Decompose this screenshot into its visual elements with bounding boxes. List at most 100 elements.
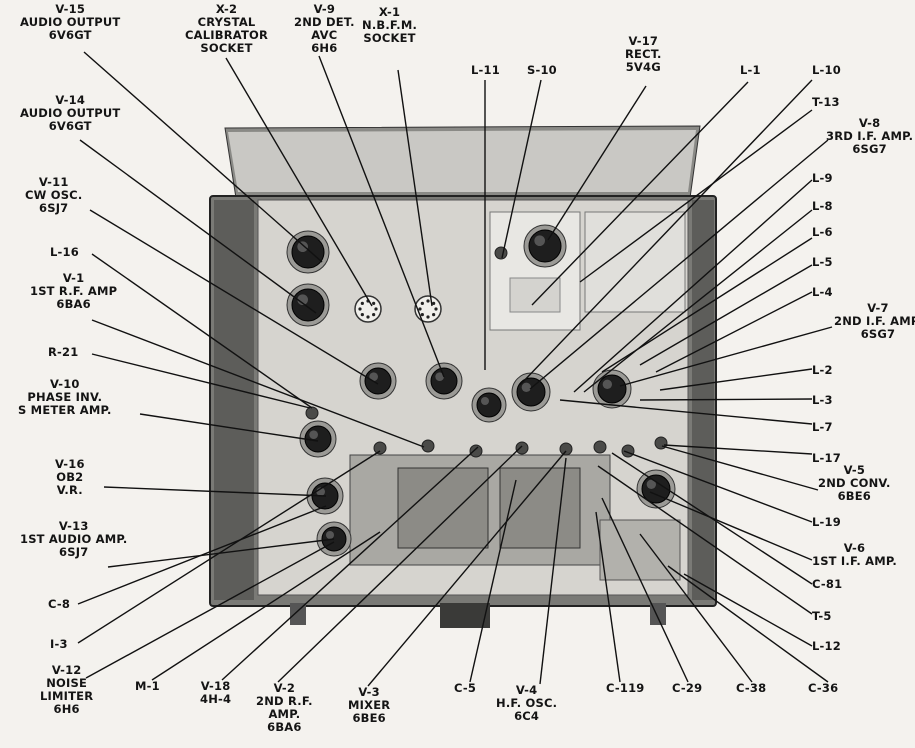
socket-x1-pin [426,315,430,319]
leader-c8 [77,505,327,605]
left-side-wall [214,200,254,600]
label-v11-line: V-11 [38,175,69,189]
label-v2-line: 6BA6 [267,720,302,734]
label-l5-line: L-5 [812,255,833,269]
label-l8: L-8 [812,200,833,213]
label-l1: L-1 [740,64,761,77]
label-v4-line: H.F. OSC. [496,696,558,710]
leader-v6 [649,491,813,561]
label-v5-line: V-5 [843,463,866,477]
part-l16 [305,406,319,420]
label-v7-line: V-7 [867,301,889,315]
label-i3: I-3 [50,638,68,651]
label-c81-line: C-81 [812,577,843,591]
label-v1-line: 1ST R.F. AMP [30,284,118,298]
label-v15-line: AUDIO OUTPUT [20,15,121,29]
label-v14-line: V-14 [55,93,86,107]
label-l12: L-12 [812,640,841,653]
label-l2-line: L-2 [812,363,833,377]
leader-x2 [225,57,373,307]
leader-r21 [91,353,311,409]
label-v1-line: 6BA6 [56,297,91,311]
label-l10: L-10 [812,64,841,77]
leader-l4 [655,291,813,373]
label-l7-line: L-7 [812,420,833,434]
label-v17-line: RECT. [625,47,662,61]
label-c119-line: C-119 [606,681,645,695]
label-r21-line: R-21 [48,345,79,359]
label-l6-line: L-6 [812,225,833,239]
part-v3 [559,442,573,456]
label-l9: L-9 [812,172,833,185]
label-x1-line: N.B.F.M. [362,18,418,32]
label-v10-line: S METER AMP. [18,403,112,417]
leader-l19 [623,450,813,523]
front-connector [440,603,490,628]
leader-x1 [397,69,433,307]
leader-l17 [663,444,813,455]
leader-c5 [469,479,517,683]
label-v6-line: 1ST I.F. AMP. [812,554,897,568]
label-l11-line: L-11 [471,63,500,77]
label-c36: C-36 [808,682,838,695]
leader-v15 [83,51,323,263]
label-l4-line: L-4 [812,285,833,299]
label-l16-line: L-16 [50,245,79,259]
label-c38: C-38 [736,682,766,695]
tube-v15 [291,235,325,269]
label-l3: L-3 [812,394,833,407]
leader-v17 [547,85,647,241]
label-v3-line: 6BE6 [352,711,386,725]
leader-c81 [611,452,813,585]
label-c38-line: C-38 [736,681,767,695]
tube-v8 [516,377,546,407]
tube-v11-glint [369,372,378,381]
label-l19: L-19 [812,516,841,529]
label-t5-line: T-5 [812,609,832,623]
label-l3-line: L-3 [812,393,833,407]
label-v12-line: 6H6 [53,702,80,716]
label-v9-line: V-9 [313,2,336,16]
label-l17-line: L-17 [812,451,841,465]
leader-m1 [151,531,381,681]
label-x2-line: CALIBRATOR [185,28,269,42]
leader-l8 [583,209,813,393]
part-r21 [421,439,435,453]
leader-v10 [139,413,319,442]
leader-t5 [597,465,813,615]
label-m1-line: M-1 [135,679,160,693]
label-l7: L-7 [812,421,833,434]
label-l1-line: L-1 [740,63,761,77]
label-t13-line: T-13 [812,95,840,109]
label-v4-line: V-4 [515,683,538,697]
label-v14-line: AUDIO OUTPUT [20,106,121,120]
label-v4-line: 6C4 [514,709,540,723]
socket-x2-pin [358,307,362,311]
label-r21: R-21 [48,346,78,359]
label-v15-line: V-15 [55,2,86,16]
label-c29-line: C-29 [672,681,703,695]
leader-v5 [661,445,819,491]
leader-v4 [539,457,567,685]
label-c81: C-81 [812,578,842,591]
label-v10-line: PHASE INV. [27,390,103,404]
label-v16-line: V.R. [56,483,83,497]
socket-x2-pin [360,301,364,305]
label-v11-line: CW OSC. [25,188,83,202]
label-v17-line: V-17 [628,34,659,48]
label-l16: L-16 [50,246,79,259]
label-v12-line: LIMITER [40,689,94,703]
label-v5-line: 2ND CONV. [818,476,891,490]
